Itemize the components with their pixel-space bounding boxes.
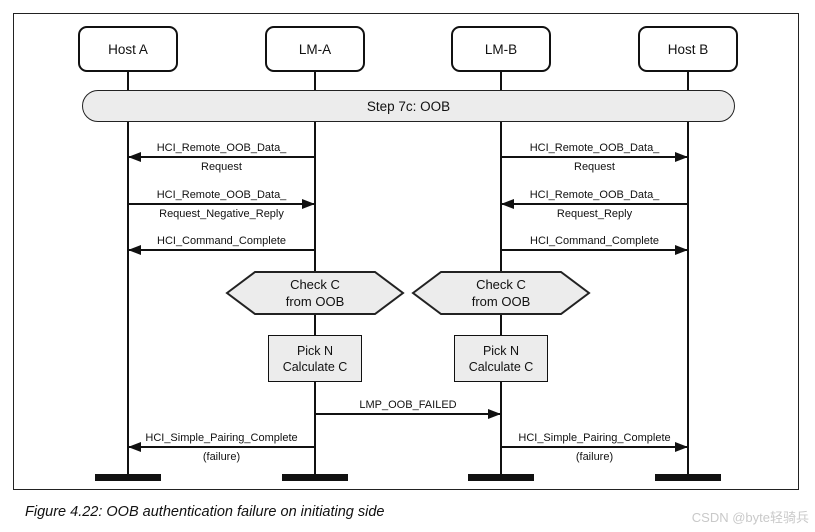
message-hci-command-complete-b: HCI_Command_Complete [501, 234, 688, 268]
message-label: Request_Reply [556, 208, 633, 220]
message-label: HCI_Command_Complete [530, 235, 659, 247]
message-label: Request [201, 161, 242, 173]
lifeline-terminator-lm-a [282, 474, 348, 481]
arrowhead-right-icon [302, 199, 315, 209]
lifeline-terminator-host-b [655, 474, 721, 481]
message-label: HCI_Simple_Pairing_Complete [518, 432, 671, 444]
actor-host-a-label: Host A [108, 41, 148, 57]
message-hci-simple-pairing-complete-b: HCI_Simple_Pairing_Complete (failure) [501, 431, 688, 465]
actor-host-a: Host A [78, 26, 178, 72]
message-hci-remote-oob-data-request-reply: HCI_Remote_OOB_Data_ Request_Reply [501, 188, 688, 222]
process-label: Calculate C [468, 359, 534, 374]
message-hci-remote-oob-data-request-a: HCI_Remote_OOB_Data_ Request [128, 141, 315, 175]
actor-host-b-label: Host B [667, 41, 709, 57]
process-label: Calculate C [282, 359, 348, 374]
step-banner-label: Step 7c: OOB [366, 98, 451, 114]
message-line [128, 203, 315, 205]
arrowhead-left-icon [501, 199, 514, 209]
message-label: HCI_Remote_OOB_Data_ [529, 189, 660, 201]
message-label: Request [574, 161, 615, 173]
arrowhead-right-icon [675, 152, 688, 162]
message-label: (failure) [202, 451, 241, 463]
message-line [501, 249, 688, 251]
message-line [128, 156, 315, 158]
arrowhead-left-icon [128, 245, 141, 255]
process-label: Pick N [482, 343, 520, 358]
arrowhead-left-icon [128, 152, 141, 162]
actor-lm-b: LM-B [451, 26, 551, 72]
message-line [128, 446, 315, 448]
message-label: HCI_Simple_Pairing_Complete [145, 432, 298, 444]
actor-lm-b-label: LM-B [484, 41, 518, 57]
lifeline-host-b [687, 72, 689, 477]
arrowhead-left-icon [128, 442, 141, 452]
message-lmp-oob-failed: LMP_OOB_FAILED [315, 398, 501, 432]
decision-label: from OOB [471, 294, 531, 309]
lifeline-terminator-host-a [95, 474, 161, 481]
decision-label: from OOB [285, 294, 345, 309]
decision-label: Check C [476, 277, 526, 292]
lifeline-host-a [127, 72, 129, 477]
message-label: (failure) [575, 451, 614, 463]
arrowhead-right-icon [675, 245, 688, 255]
lifeline-terminator-lm-b [468, 474, 534, 481]
actor-host-b: Host B [638, 26, 738, 72]
message-label: HCI_Remote_OOB_Data_ [529, 142, 660, 154]
arrowhead-right-icon [675, 442, 688, 452]
message-line [128, 249, 315, 251]
message-label: HCI_Remote_OOB_Data_ [156, 189, 287, 201]
watermark: CSDN @byte轻骑兵 [691, 510, 809, 525]
message-label: HCI_Command_Complete [157, 235, 286, 247]
process-label: Pick N [296, 343, 334, 358]
message-line [501, 203, 688, 205]
hexagon-shape [411, 271, 591, 315]
decision-check-c-lm-a: Check C from OOB [225, 270, 405, 316]
actor-lm-a-label: LM-A [298, 41, 332, 57]
message-hci-simple-pairing-complete-a: HCI_Simple_Pairing_Complete (failure) [128, 431, 315, 465]
message-hci-command-complete-a: HCI_Command_Complete [128, 234, 315, 268]
message-hci-remote-oob-data-request-b: HCI_Remote_OOB_Data_ Request [501, 141, 688, 175]
message-hci-remote-oob-data-request-negative-reply: HCI_Remote_OOB_Data_ Request_Negative_Re… [128, 188, 315, 222]
message-line [501, 446, 688, 448]
process-pick-n-lm-a: Pick N Calculate C [268, 335, 362, 382]
message-label: HCI_Remote_OOB_Data_ [156, 142, 287, 154]
process-pick-n-lm-b: Pick N Calculate C [454, 335, 548, 382]
message-label: LMP_OOB_FAILED [359, 399, 457, 411]
message-label: Request_Negative_Reply [159, 208, 284, 220]
step-banner: Step 7c: OOB [82, 90, 735, 122]
decision-check-c-lm-b: Check C from OOB [411, 270, 591, 316]
actor-lm-a: LM-A [265, 26, 365, 72]
decision-label: Check C [290, 277, 340, 292]
hexagon-shape [225, 271, 405, 315]
figure-caption: Figure 4.22: OOB authentication failure … [25, 504, 385, 520]
message-line [315, 413, 501, 415]
message-line [501, 156, 688, 158]
arrowhead-right-icon [488, 409, 501, 419]
